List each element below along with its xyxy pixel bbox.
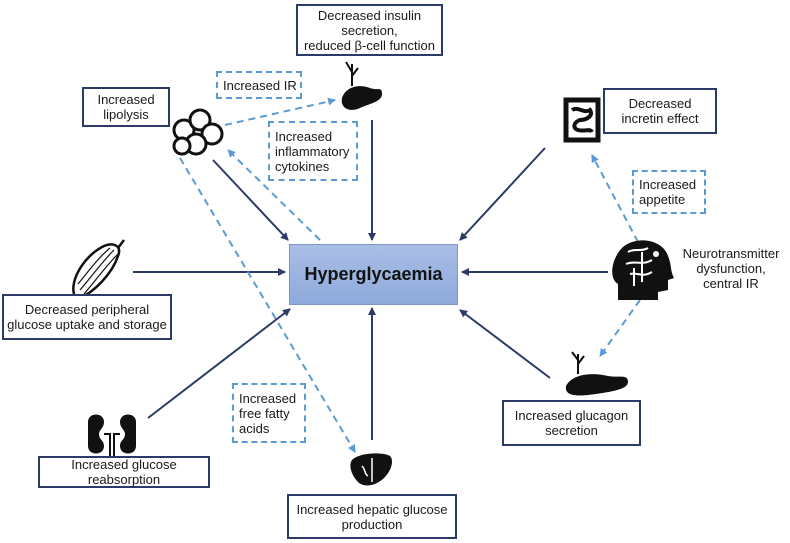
pancreas-icon xyxy=(565,351,628,396)
node-glucagon-secretion: Increased glucagon secretion xyxy=(502,400,641,446)
kidneys-icon xyxy=(88,414,136,458)
liver-icon xyxy=(350,453,392,486)
dashed-arrow-adipose-to-pancreas xyxy=(224,97,336,126)
mediator-increased-ir: Increased IR xyxy=(216,71,302,99)
node-adipose-lipolysis: Increased lipolysis xyxy=(82,87,170,127)
dashed-arrow-brain-to-glucagon xyxy=(599,299,641,357)
dashed-arrow-adipose-to-liver xyxy=(179,157,356,453)
mediator-free-fatty-acids: Increased free fatty acids xyxy=(232,383,306,443)
node-kidney-reabsorption: Increased glucose reabsorption xyxy=(38,456,210,488)
dashed-arrow-brain-to-gut xyxy=(591,154,639,243)
head-brain-icon xyxy=(612,240,674,300)
node-brain-neurotransmitter: Neurotransmitter dysfunction, central IR xyxy=(682,246,780,291)
node-muscle-uptake: Decreased peripheral glucose uptake and … xyxy=(2,294,172,340)
node-gut-incretin: Decreased incretin effect xyxy=(603,88,717,134)
arrow-adipose-to-center xyxy=(212,159,289,241)
intestine-icon xyxy=(563,97,601,143)
arrow-gut-to-center xyxy=(459,147,546,241)
hyperglycaemia-box: Hyperglycaemia xyxy=(289,244,458,305)
hyperglycaemia-label: Hyperglycaemia xyxy=(304,264,443,284)
fat-cells-icon xyxy=(172,108,224,156)
arrow-glucagon-to-center xyxy=(459,309,551,379)
node-liver-glucose-production: Increased hepatic glucose production xyxy=(287,494,457,539)
pancreas-icon xyxy=(341,61,382,110)
muscle-icon xyxy=(68,239,125,303)
node-pancreas-insulin: Decreased insulin secretion, reduced β-c… xyxy=(296,4,443,56)
mediator-increased-appetite: Increased appetite xyxy=(632,170,706,214)
arrow-kidney-to-center xyxy=(147,308,291,419)
dashed-arrow-center-to-adipose xyxy=(227,149,321,241)
mediator-inflammatory-cytokines: Increased inflammatory cytokines xyxy=(268,121,358,181)
